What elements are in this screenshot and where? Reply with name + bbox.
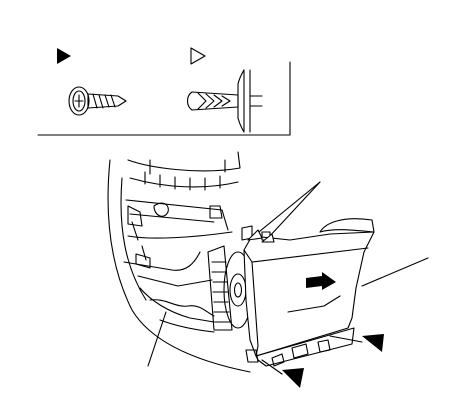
engine-compartment	[107, 151, 251, 373]
removal-direction-arrow-icon	[306, 272, 336, 290]
leader-cover	[361, 257, 429, 287]
clip-icon	[186, 69, 263, 133]
leader-clip-upper-b	[267, 181, 321, 239]
leader-lower-body	[147, 311, 167, 367]
outline-triangle-icon	[261, 233, 275, 243]
outline-triangle-icon	[247, 229, 263, 241]
leader-clip-upper-a	[253, 181, 321, 237]
filled-triangle-icon	[282, 368, 304, 388]
filled-triangle-icon	[362, 334, 384, 352]
leader-lines	[147, 181, 429, 375]
splash-shield	[241, 218, 375, 367]
legend-frame	[37, 61, 291, 136]
fastener-legend	[37, 47, 291, 136]
screw-icon	[68, 86, 127, 116]
leader-screw-bottom	[261, 359, 283, 375]
filled-triangle-icon	[57, 48, 71, 64]
leader-screw-right	[329, 335, 363, 343]
outline-triangle-icon	[190, 47, 206, 65]
